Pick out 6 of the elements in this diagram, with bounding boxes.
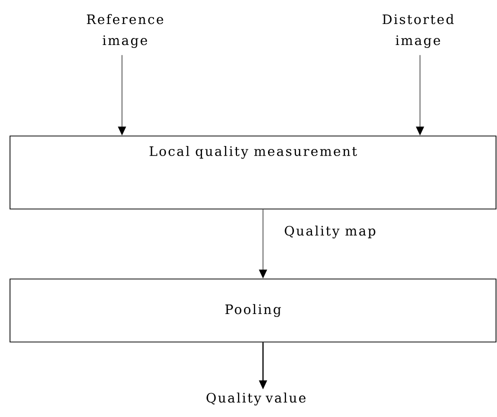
process-box: Pooling <box>10 278 496 342</box>
process-box: Local quality measurement <box>10 136 496 210</box>
input-label: Reference image <box>86 14 164 48</box>
input-label: Distorted image <box>382 14 454 48</box>
edge-label: Quality map <box>283 224 377 240</box>
output-label: Quality value <box>206 392 306 406</box>
